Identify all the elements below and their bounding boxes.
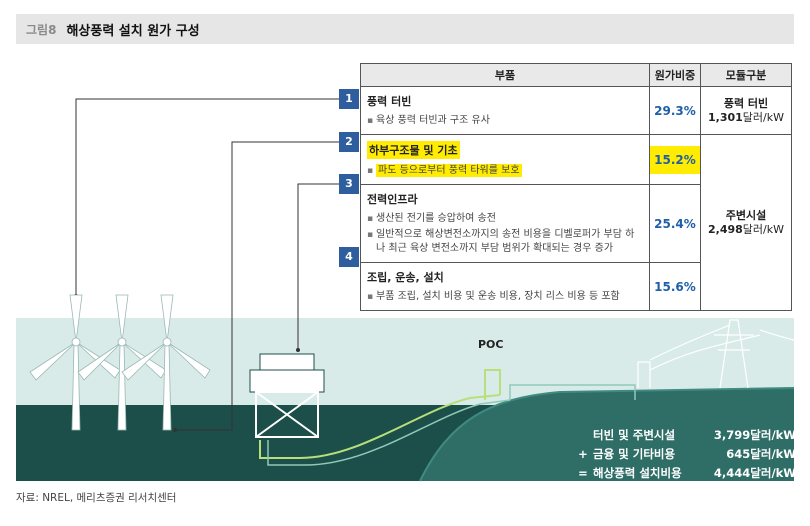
turbine-blade-2b <box>77 341 123 381</box>
summary-row: 터빈 및 주변시설 3,799달러/kW <box>573 425 796 444</box>
turbine-hub-3 <box>162 337 172 347</box>
cable-line-3 <box>297 183 340 350</box>
header-module: 모듈구분 <box>700 63 792 87</box>
summary-row: = 해상풍력 설치비용 4,444달러/kW <box>573 463 796 482</box>
turbine-blade-3b <box>121 341 168 381</box>
cable-line-2 <box>175 141 340 431</box>
share-power-infra: 25.4% <box>649 184 701 263</box>
item-title-turbine: 풍력 터빈 <box>367 95 412 108</box>
header-component: 부품 <box>360 63 650 87</box>
cable-dot-3 <box>296 348 300 352</box>
share-substructure: 15.2% <box>650 145 700 174</box>
export-cable-2 <box>267 399 511 466</box>
substation-body <box>249 369 325 393</box>
land-cable <box>509 384 636 400</box>
cost-summary: 터빈 및 주변시설 3,799달러/kW + 금융 및 기타비용 645달러/k… <box>573 425 796 482</box>
summary-operator: + <box>578 446 588 461</box>
item-title-substructure: 하부구조물 및 기초 <box>367 141 460 159</box>
turbine-blade-3c <box>166 341 211 379</box>
turbine-blade-2a <box>115 294 129 343</box>
summary-value: 3,799달러/kW <box>713 427 796 442</box>
table-row: 전력인프라 생산된 전기를 승압하여 송전 일반적으로 해상변전소까지의 송전 … <box>360 184 792 263</box>
summary-label: 해상풍력 설치비용 <box>593 465 682 480</box>
module-title: 풍력 터빈 <box>723 96 769 110</box>
power-line-2 <box>649 334 761 371</box>
item-number-4: 4 <box>339 247 359 267</box>
item-number-1: 1 <box>339 89 359 109</box>
module-periphery: 주변시설 2,498달러/kW <box>700 134 792 311</box>
figure-title: 해상풍력 설치 원가 구성 <box>66 23 200 39</box>
module-value: 1,301 <box>708 110 743 124</box>
module-title: 주변시설 <box>725 208 767 222</box>
cable-dot-2 <box>173 428 177 432</box>
summary-row: + 금융 및 기타비용 645달러/kW <box>573 444 796 463</box>
item-number-3: 3 <box>339 174 359 194</box>
source-note: 자료: NREL, 메리츠증권 리서치센터 <box>16 492 177 504</box>
cable-line-1 <box>75 98 340 296</box>
figure-number: 그림8 <box>26 22 57 37</box>
turbine-blade-1b <box>29 341 77 381</box>
summary-label: 금융 및 기타비용 <box>593 446 676 461</box>
export-cable <box>259 394 501 459</box>
wind-turbines <box>29 294 211 431</box>
turbine-hub-2 <box>117 337 127 347</box>
tower-1 <box>714 319 754 389</box>
substation-top <box>259 353 315 371</box>
module-turbine: 풍력 터빈 1,301달러/kW <box>700 86 792 135</box>
table-header-row: 부품 원가비중 모듈구분 <box>360 63 792 87</box>
item-bullet: 부품 조립, 설치 비용 및 운송 비용, 장치 리스 비용 등 포함 <box>367 290 643 304</box>
turbine-hub-1 <box>71 337 81 347</box>
substation-brace <box>255 391 319 438</box>
item-bullet: 생산된 전기를 승압하여 송전 <box>367 212 643 226</box>
item-title-power-infra: 전력인프라 <box>367 193 418 206</box>
poc-riser <box>484 369 501 400</box>
summary-value: 645달러/kW <box>726 446 796 461</box>
summary-label: 터빈 및 주변시설 <box>593 427 676 442</box>
item-title-assembly: 조립, 운송, 설치 <box>367 271 444 284</box>
turbine-blade-3a <box>160 294 174 343</box>
cost-breakdown-table: 부품 원가비중 모듈구분 풍력 터빈 육상 풍력 터빈과 구조 유사 29.3%… <box>360 63 792 311</box>
summary-operator: = <box>578 465 588 480</box>
module-unit: 달러/kW <box>742 222 784 236</box>
land-substation <box>637 361 651 388</box>
substation-jacket <box>255 391 319 438</box>
poc-label: POC <box>478 338 504 351</box>
transmission-towers <box>637 319 795 389</box>
module-value: 2,498 <box>708 222 743 236</box>
item-number-2: 2 <box>339 132 359 152</box>
table-row: 조립, 운송, 설치 부품 조립, 설치 비용 및 운송 비용, 장치 리스 비… <box>360 262 792 311</box>
figure-title-bar: 그림8 해상풍력 설치 원가 구성 <box>16 14 794 44</box>
item-bullet: 일반적으로 해상변전소까지의 송전 비용을 디벨로퍼가 부담 하나 최근 육상 … <box>367 228 643 256</box>
table-row: 하부구조물 및 기초 파도 등으로부터 풍력 타워를 보호 15.2% 주변시설… <box>360 134 792 311</box>
item-bullet: 육상 풍력 터빈과 구조 유사 <box>367 114 643 128</box>
table-row: 풍력 터빈 육상 풍력 터빈과 구조 유사 29.3% 풍력 터빈 1,301달… <box>360 86 792 135</box>
share-turbine: 29.3% <box>649 86 701 135</box>
power-line-3 <box>759 329 795 341</box>
item-bullet: 파도 등으로부터 풍력 타워를 보호 <box>376 164 522 177</box>
turbine-blade-1a <box>69 294 83 343</box>
land-edge <box>419 387 795 482</box>
land-hill <box>420 388 794 481</box>
header-cost-share: 원가비중 <box>649 63 701 87</box>
power-line-1 <box>649 324 731 361</box>
summary-value: 4,444달러/kW <box>713 465 796 480</box>
offshore-substation <box>249 353 325 438</box>
module-unit: 달러/kW <box>742 110 784 124</box>
share-assembly: 15.6% <box>649 262 701 311</box>
